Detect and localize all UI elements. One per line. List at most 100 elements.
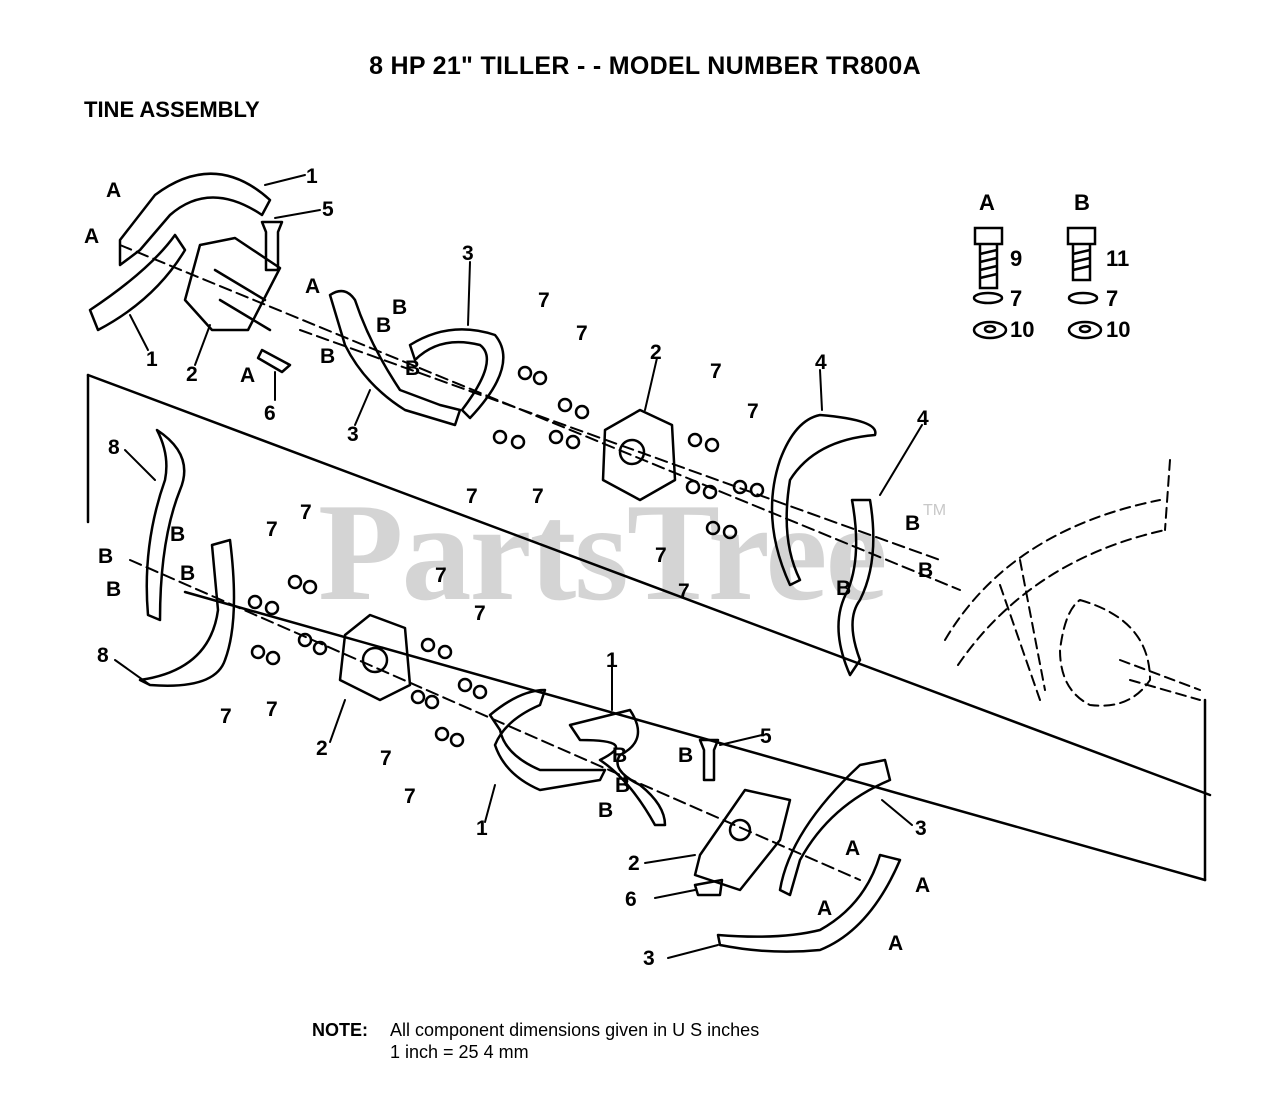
assembly-axis-upper bbox=[119, 244, 961, 591]
callout-7: 7 bbox=[380, 747, 392, 770]
callout-3: 3 bbox=[462, 242, 474, 265]
callout-7: 7 bbox=[435, 564, 447, 587]
tine-4-right bbox=[837, 498, 875, 677]
page-title: 8 HP 21" TILLER - - MODEL NUMBER TR800A bbox=[369, 52, 921, 80]
callout-7: 7 bbox=[710, 360, 722, 383]
callout-7: 7 bbox=[266, 518, 278, 541]
callout-7: 7 bbox=[466, 485, 478, 508]
marker-b: B bbox=[98, 545, 113, 568]
hub-2-lower-right bbox=[728, 818, 752, 842]
flange-2-upper bbox=[183, 236, 282, 332]
flange-2-center bbox=[601, 408, 677, 502]
marker-a: A bbox=[84, 225, 99, 248]
callout-7: 7 bbox=[576, 322, 588, 345]
tine-1-lower-b bbox=[568, 708, 667, 827]
hardware-legend-icons bbox=[972, 226, 1103, 340]
callout-7: 7 bbox=[655, 544, 667, 567]
callout-2: 2 bbox=[316, 737, 328, 760]
callout-8: 8 bbox=[97, 644, 109, 667]
marker-b: B bbox=[405, 357, 420, 380]
marker-b: B bbox=[678, 744, 693, 767]
callout-7: 7 bbox=[538, 289, 550, 312]
marker-a: A bbox=[240, 364, 255, 387]
tine-3-upper-a bbox=[328, 289, 462, 427]
part-callouts: 1 5 1 2 6 3 3 2 4 4 8 8 2 1 5 1 2 6 3 3 … bbox=[97, 165, 929, 970]
shaft-housing-lower-line bbox=[183, 590, 1207, 882]
marker-a: A bbox=[305, 275, 320, 298]
callout-2: 2 bbox=[186, 363, 198, 386]
hub-2-upper bbox=[213, 268, 272, 332]
tine-3-lower-b bbox=[716, 853, 902, 953]
marker-b: B bbox=[612, 744, 627, 767]
assembly-axis-mid bbox=[299, 329, 941, 561]
callout-1: 1 bbox=[306, 165, 318, 188]
marker-b: B bbox=[905, 512, 920, 535]
note-line-1: All component dimensions given in U S in… bbox=[390, 1020, 760, 1040]
hardware-markers: A A A A B B B B B B B B B B B B B B B A … bbox=[84, 179, 933, 955]
hub-2-lower-left bbox=[361, 646, 389, 674]
kit-a-lock-washer: 7 bbox=[1010, 286, 1022, 311]
callout-7: 7 bbox=[300, 501, 312, 524]
tine-1-upper-lower bbox=[88, 233, 187, 332]
bolt-5-lower bbox=[698, 738, 720, 782]
flange-2-lower-right bbox=[693, 788, 792, 892]
marker-b: B bbox=[180, 562, 195, 585]
callout-5: 5 bbox=[322, 198, 334, 221]
marker-b: B bbox=[836, 577, 851, 600]
tine-1-upper bbox=[118, 172, 272, 267]
nut-icon-a bbox=[972, 320, 1008, 340]
hub-2-center bbox=[618, 438, 646, 466]
pin-6-upper bbox=[256, 348, 292, 374]
lock-washer-icon-a bbox=[972, 291, 1004, 305]
callout-7: 7 bbox=[266, 698, 278, 721]
callout-7: 7 bbox=[678, 580, 690, 603]
callout-6: 6 bbox=[625, 888, 637, 911]
callout-4: 4 bbox=[815, 351, 827, 374]
callout-7: 7 bbox=[404, 785, 416, 808]
callout-7: 7 bbox=[532, 485, 544, 508]
bolt-icon-a bbox=[973, 226, 1004, 290]
marker-b: B bbox=[376, 314, 391, 337]
kit-a-bolt: 9 bbox=[1010, 246, 1022, 271]
marker-b: B bbox=[320, 345, 335, 368]
callout-8: 8 bbox=[108, 436, 120, 459]
callout-1: 1 bbox=[146, 348, 158, 371]
nut-icon-b bbox=[1067, 320, 1103, 340]
tine-8-lower bbox=[138, 538, 236, 687]
marker-a: A bbox=[106, 179, 121, 202]
tine-1-lower-a bbox=[488, 688, 607, 792]
flange-2-lower-left bbox=[338, 613, 412, 702]
kit-b-letter: B bbox=[1074, 190, 1090, 215]
callout-2: 2 bbox=[628, 852, 640, 875]
watermark-trademark: TM bbox=[923, 502, 947, 519]
note-label: NOTE: bbox=[312, 1020, 368, 1040]
section-title: TINE ASSEMBLY bbox=[84, 97, 260, 122]
bolt-icon-b bbox=[1066, 226, 1097, 282]
kit-a-letter: A bbox=[979, 190, 995, 215]
callout-6: 6 bbox=[264, 402, 276, 425]
marker-b: B bbox=[918, 559, 933, 582]
callout-1: 1 bbox=[606, 649, 618, 672]
marker-a: A bbox=[845, 837, 860, 860]
kit-b-lock-washer: 7 bbox=[1106, 286, 1118, 311]
marker-b: B bbox=[598, 799, 613, 822]
callout-2: 2 bbox=[650, 341, 662, 364]
callout-3: 3 bbox=[915, 817, 927, 840]
marker-b: B bbox=[392, 296, 407, 319]
marker-a: A bbox=[888, 932, 903, 955]
kit-b-nut: 10 bbox=[1106, 317, 1130, 342]
tine-3-upper-b bbox=[408, 328, 505, 420]
watermark: PartsTree bbox=[318, 475, 888, 630]
tine-4-left bbox=[770, 413, 877, 587]
marker-a: A bbox=[817, 897, 832, 920]
shaft-housing-top-edge bbox=[86, 373, 1212, 797]
marker-a: A bbox=[915, 874, 930, 897]
dimension-note: NOTE: All component dimensions given in U… bbox=[312, 1019, 759, 1063]
callout-7: 7 bbox=[747, 400, 759, 423]
marker-b: B bbox=[106, 578, 121, 601]
callout-4: 4 bbox=[917, 407, 929, 430]
leader-lines bbox=[114, 174, 923, 959]
kit-a-nut: 10 bbox=[1010, 317, 1034, 342]
lock-washers bbox=[247, 365, 765, 748]
